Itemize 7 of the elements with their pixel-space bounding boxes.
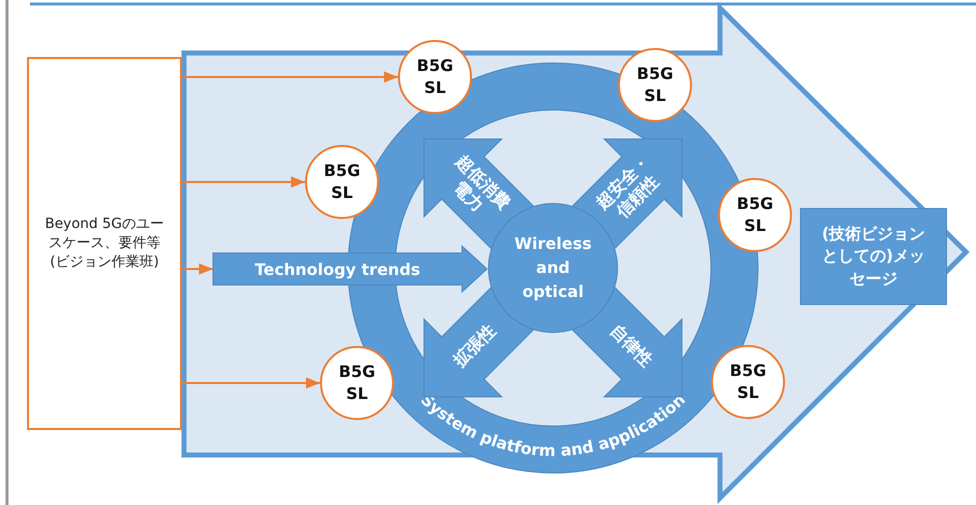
arrow [182, 71, 398, 83]
message-box: (技術ビジョンとしての)メッセージ [800, 208, 947, 305]
trend-arrow: Technology trends [213, 246, 487, 292]
arrow [182, 377, 320, 389]
arrow [182, 263, 213, 275]
arrow [182, 176, 305, 188]
source-box: Beyond 5Gのユースケース、要件等(ビジョン作業班) [27, 57, 182, 430]
